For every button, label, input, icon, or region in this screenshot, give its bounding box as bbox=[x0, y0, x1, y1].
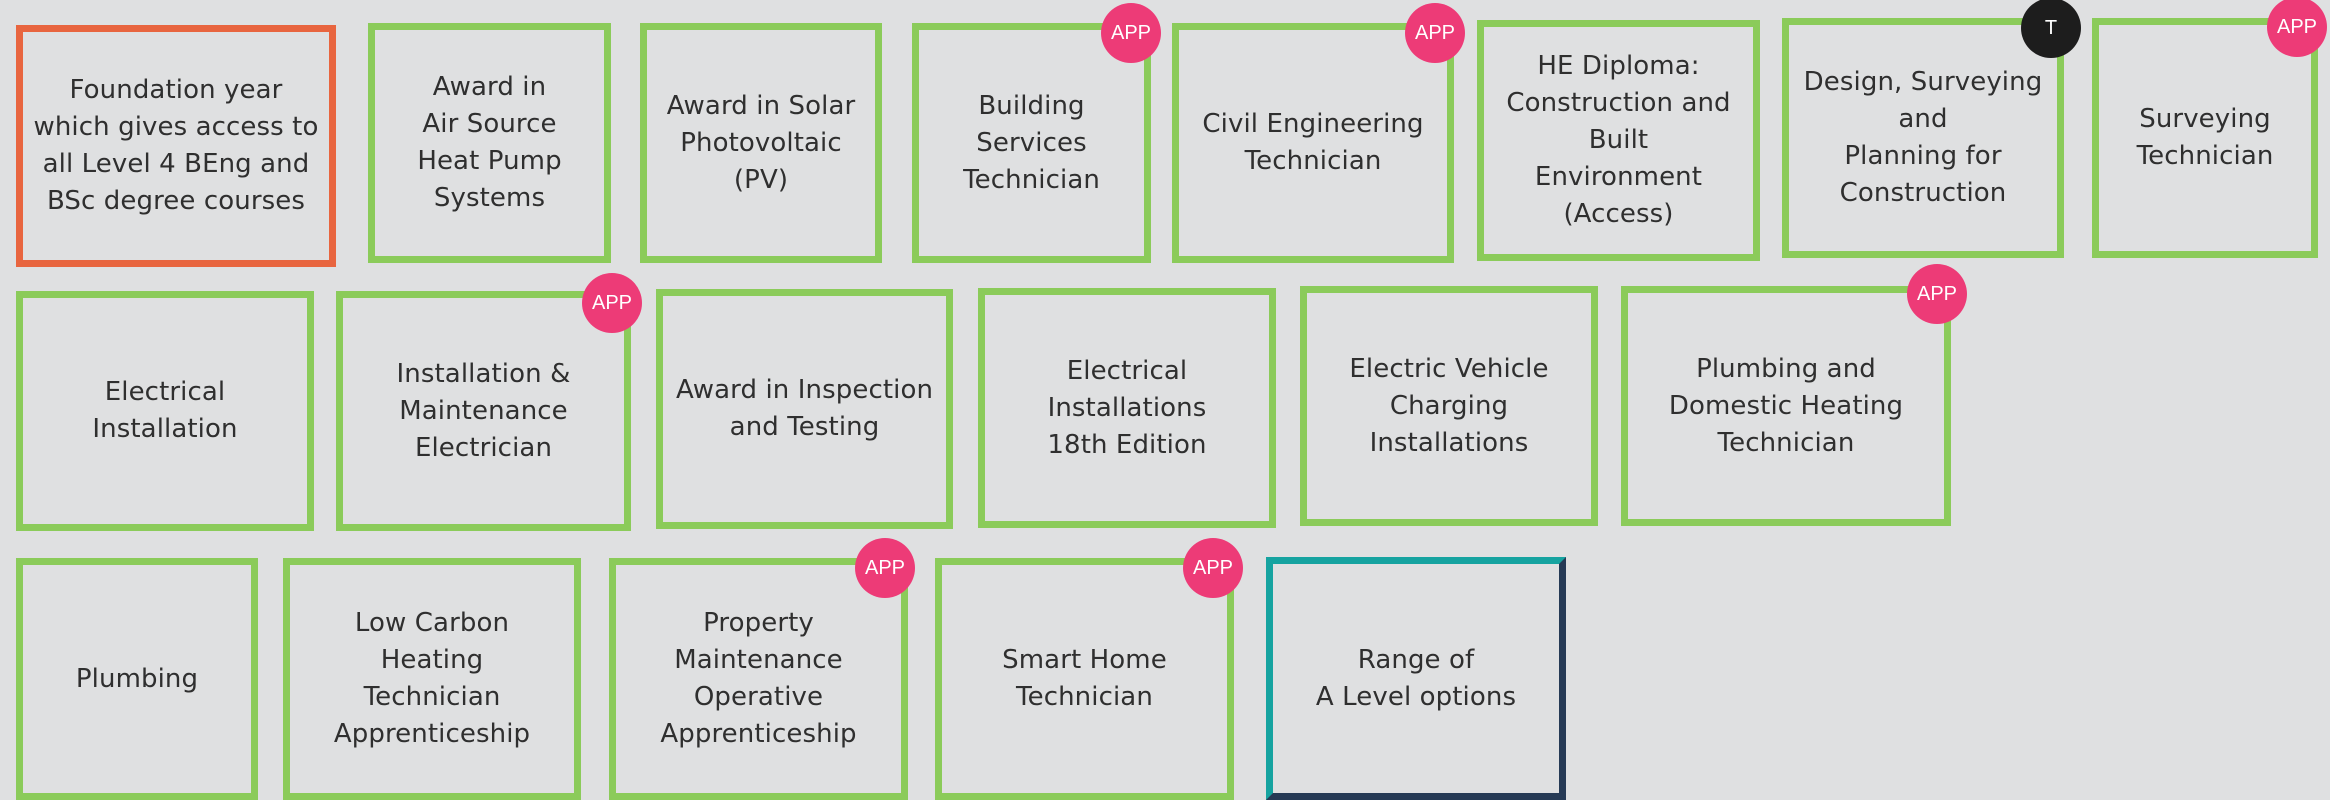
course-card-label: Building Services Technician bbox=[963, 90, 1100, 195]
course-card-smart-home-technician[interactable]: Smart Home Technician bbox=[935, 558, 1234, 800]
badge-label: APP bbox=[591, 291, 633, 314]
course-card-surveying-technician[interactable]: Surveying Technician bbox=[2092, 18, 2318, 258]
badge-label: APP bbox=[2276, 15, 2318, 38]
course-card-civil-engineering-technician[interactable]: Civil Engineering Technician bbox=[1172, 23, 1454, 263]
course-card-label: Award in Air Source Heat Pump Systems bbox=[417, 72, 562, 213]
apprenticeship-badge: APP bbox=[1405, 3, 1465, 63]
course-card-label: Property Maintenance Operative Apprentic… bbox=[660, 608, 857, 749]
course-card-installation-maintenance-electrician[interactable]: Installation & Maintenance Electrician bbox=[336, 291, 631, 531]
apprenticeship-badge: APP bbox=[1183, 538, 1243, 598]
course-card-label: Plumbing and Domestic Heating Technician bbox=[1668, 353, 1904, 458]
apprenticeship-badge: APP bbox=[1907, 264, 1967, 324]
course-card-plumbing[interactable]: Plumbing bbox=[16, 558, 258, 800]
course-card-label: Electrical Installation bbox=[92, 377, 238, 444]
badge-label: APP bbox=[1110, 21, 1152, 44]
course-card-property-maintenance-operative[interactable]: Property Maintenance Operative Apprentic… bbox=[609, 558, 908, 800]
course-card-design-surveying-planning[interactable]: Design, Surveying and Planning for Const… bbox=[1782, 18, 2064, 258]
badge-label: APP bbox=[1414, 21, 1456, 44]
badge-label: APP bbox=[864, 556, 906, 579]
course-card-label: Range of A Level options bbox=[1315, 644, 1517, 712]
course-card-low-carbon-heating[interactable]: Low Carbon Heating Technician Apprentice… bbox=[283, 558, 581, 800]
course-card-label: HE Diploma: Construction and Built Envir… bbox=[1506, 51, 1731, 229]
course-card-label: Low Carbon Heating Technician Apprentice… bbox=[333, 608, 531, 749]
course-card-label: Award in Solar Photovoltaic (PV) bbox=[666, 90, 856, 195]
course-card-electrical-installations-18th[interactable]: Electrical Installations 18th Edition bbox=[978, 288, 1276, 528]
course-card-label: Surveying Technician bbox=[2136, 104, 2274, 171]
course-card-he-diploma-construction[interactable]: HE Diploma: Construction and Built Envir… bbox=[1477, 20, 1760, 261]
course-card-label: Award in Inspection and Testing bbox=[675, 375, 934, 442]
course-card-inspection-and-testing[interactable]: Award in Inspection and Testing bbox=[656, 289, 953, 529]
course-card-label: Installation & Maintenance Electrician bbox=[396, 358, 571, 463]
apprenticeship-badge: APP bbox=[855, 538, 915, 598]
course-card-solar-photovoltaic[interactable]: Award in Solar Photovoltaic (PV) bbox=[640, 23, 882, 263]
course-card-label: Electric Vehicle Charging Installations bbox=[1349, 353, 1549, 458]
course-card-label: Electrical Installations 18th Edition bbox=[1047, 355, 1207, 460]
course-card-ev-charging-installations[interactable]: Electric Vehicle Charging Installations bbox=[1300, 286, 1598, 526]
badge-label: T bbox=[2044, 16, 2058, 39]
course-card-air-source-heat-pump[interactable]: Award in Air Source Heat Pump Systems bbox=[368, 23, 611, 263]
course-card-plumbing-domestic-heating[interactable]: Plumbing and Domestic Heating Technician bbox=[1621, 286, 1951, 526]
course-card-label: Smart Home Technician bbox=[1002, 645, 1167, 712]
apprenticeship-badge: APP bbox=[1101, 3, 1161, 63]
course-card-label: Foundation year which gives access to al… bbox=[33, 75, 319, 216]
course-card-foundation-year[interactable]: Foundation year which gives access to al… bbox=[16, 25, 336, 267]
badge-label: APP bbox=[1916, 282, 1958, 305]
course-card-label: Design, Surveying and Planning for Const… bbox=[1803, 67, 2043, 208]
course-card-electrical-installation[interactable]: Electrical Installation bbox=[16, 291, 314, 531]
apprenticeship-badge: APP bbox=[582, 273, 642, 333]
course-card-a-level-options[interactable]: Range of A Level options bbox=[1266, 557, 1566, 800]
t-level-badge: T bbox=[2021, 0, 2081, 58]
apprenticeship-badge: APP bbox=[2267, 0, 2327, 57]
course-card-label: Plumbing bbox=[75, 663, 199, 694]
course-card-label: Civil Engineering Technician bbox=[1202, 109, 1424, 176]
badge-label: APP bbox=[1192, 556, 1234, 579]
course-card-building-services-technician[interactable]: Building Services Technician bbox=[912, 23, 1151, 263]
